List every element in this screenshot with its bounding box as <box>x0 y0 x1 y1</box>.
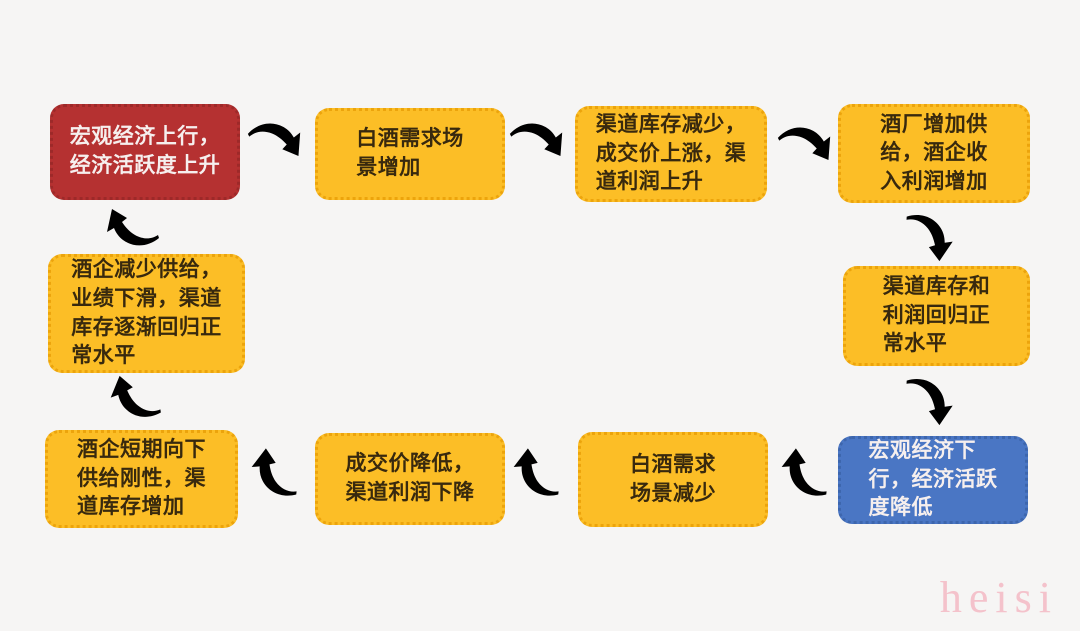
curved-arrow-icon <box>102 367 170 429</box>
node-price-profit-decrease: 成交价降低， 渠道利润下降 <box>315 433 505 525</box>
node-channel-inventory-increase: 酒企短期向下 供给刚性，渠 道库存增加 <box>45 430 238 528</box>
node-demand-scenarios-decrease-label: 白酒需求 场景减少 <box>630 452 716 505</box>
node-macro-economy-up: 宏观经济上行， 经济活跃度上升 <box>50 104 240 200</box>
curved-arrow-icon <box>890 365 965 436</box>
node-supply-cut-normalize-label: 酒企减少供给， 业绩下滑，渠道 库存逐渐回归正 常水平 <box>71 258 222 368</box>
curved-arrow-icon <box>102 202 162 254</box>
node-demand-scenarios-increase: 白酒需求场 景增加 <box>315 108 505 200</box>
node-demand-scenarios-increase-label: 白酒需求场 景增加 <box>356 127 464 179</box>
node-macro-economy-down-label: 宏观经济下 行，经济活跃 度降低 <box>868 439 998 520</box>
node-demand-scenarios-decrease: 白酒需求 场景减少 <box>578 432 768 527</box>
node-macro-economy-down: 宏观经济下 行，经济活跃 度降低 <box>838 436 1028 524</box>
node-supply-cut-normalize: 酒企减少供给， 业绩下滑，渠道 库存逐渐回归正 常水平 <box>48 254 245 373</box>
node-channel-inventory-increase-label: 酒企短期向下 供给刚性，渠 道库存增加 <box>77 438 206 519</box>
node-price-profit-decrease-label: 成交价降低， 渠道利润下降 <box>345 452 475 504</box>
curved-arrow-icon <box>768 438 844 510</box>
node-distillery-supply-increase: 酒厂增加供 给，酒企收 入利润增加 <box>838 104 1030 203</box>
watermark: heisi <box>939 573 1058 622</box>
node-channel-inventory-decrease-label: 渠道库存减少， 成交价上涨，渠 道利润上升 <box>595 113 747 194</box>
curved-arrow-icon <box>243 110 310 170</box>
curved-arrow-icon <box>890 201 965 272</box>
curved-arrow-icon <box>505 110 572 170</box>
curved-arrow-icon <box>500 438 576 510</box>
node-macro-economy-up-label: 宏观经济上行， 经济活跃度上升 <box>69 125 221 177</box>
curved-arrow-icon <box>773 114 840 174</box>
node-channel-inventory-decrease: 渠道库存减少， 成交价上涨，渠 道利润上升 <box>575 106 767 202</box>
node-inventory-profit-normalize: 渠道库存和 利润回归正 常水平 <box>843 266 1030 366</box>
node-inventory-profit-normalize-label: 渠道库存和 利润回归正 常水平 <box>882 275 991 356</box>
curved-arrow-icon <box>238 438 314 510</box>
node-distillery-supply-increase-label: 酒厂增加供 给，酒企收 入利润增加 <box>880 112 988 193</box>
